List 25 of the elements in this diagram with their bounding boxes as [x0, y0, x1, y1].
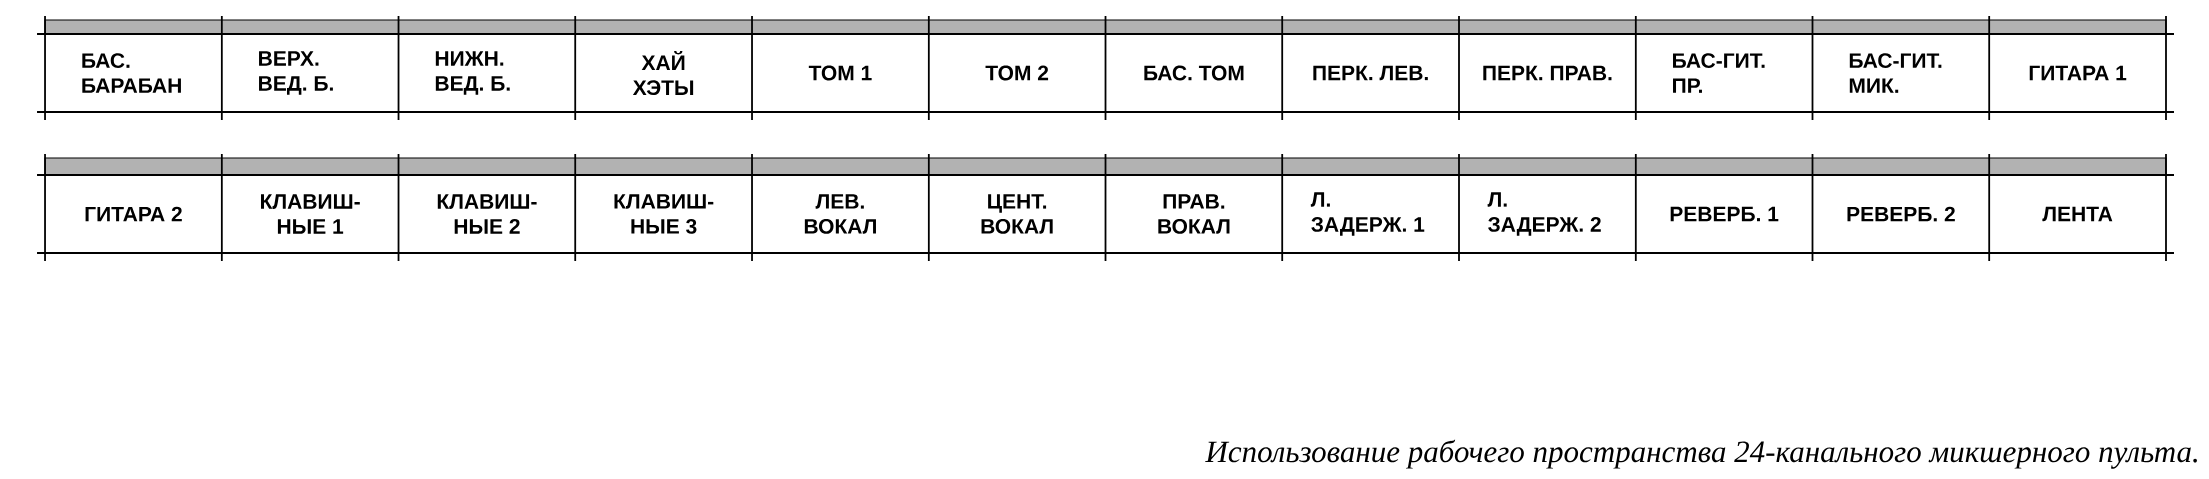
channel-cell: КЛАВИШ- НЫЕ 3 — [614, 194, 714, 234]
channel-cell: ЦЕНТ. ВОКАЛ — [981, 194, 1053, 234]
channel-cell: ГИТАРА 1 — [2029, 65, 2127, 81]
channel-cell: ЛЕНТА — [2042, 206, 2113, 222]
channel-cell: ГИТАРА 2 — [85, 206, 182, 222]
channel-cell: ПЕРК. ПРАВ. — [1483, 65, 1612, 81]
channel-cell: Л. ЗАДЕРЖ. 2 — [1487, 192, 1601, 236]
channel-cell: РЕВЕРБ. 1 — [1670, 206, 1779, 222]
channel-cell: КЛАВИШ- НЫЕ 2 — [437, 194, 537, 234]
channel-cell: БАС. ТОМ — [1144, 65, 1244, 81]
channel-cell: БАС-ГИТ. ПР. — [1673, 53, 1765, 93]
channel-cell: ТОМ 2 — [985, 65, 1049, 81]
channel-cell: Л. ЗАДЕРЖ. 1 — [1310, 192, 1425, 236]
channel-cell: ТОМ 1 — [808, 65, 872, 81]
channel-cell: ХАЙ ХЭТЫ — [632, 50, 694, 96]
channel-cell: БАС. БАРАБАН — [82, 53, 181, 93]
channel-cell: ПРАВ. ВОКАЛ — [1158, 194, 1230, 234]
channel-cell: НИЖН. ВЕД. Б. — [435, 51, 510, 95]
channel-cell: РЕВЕРБ. 2 — [1847, 206, 1955, 222]
caption: Использование рабочего пространства 24-канального микшерного пульта. — [1205, 439, 2197, 469]
channel-cell: ПЕРК. ЛЕВ. — [1313, 65, 1428, 81]
channel-cell: БАС-ГИТ. МИК. — [1849, 53, 1942, 93]
channel-cell: КЛАВИШ- НЫЕ 1 — [261, 194, 360, 234]
channel-cell: ЛЕВ. ВОКАЛ — [804, 194, 876, 234]
channel-cell: ВЕРХ. ВЕД. Б. — [259, 51, 333, 95]
